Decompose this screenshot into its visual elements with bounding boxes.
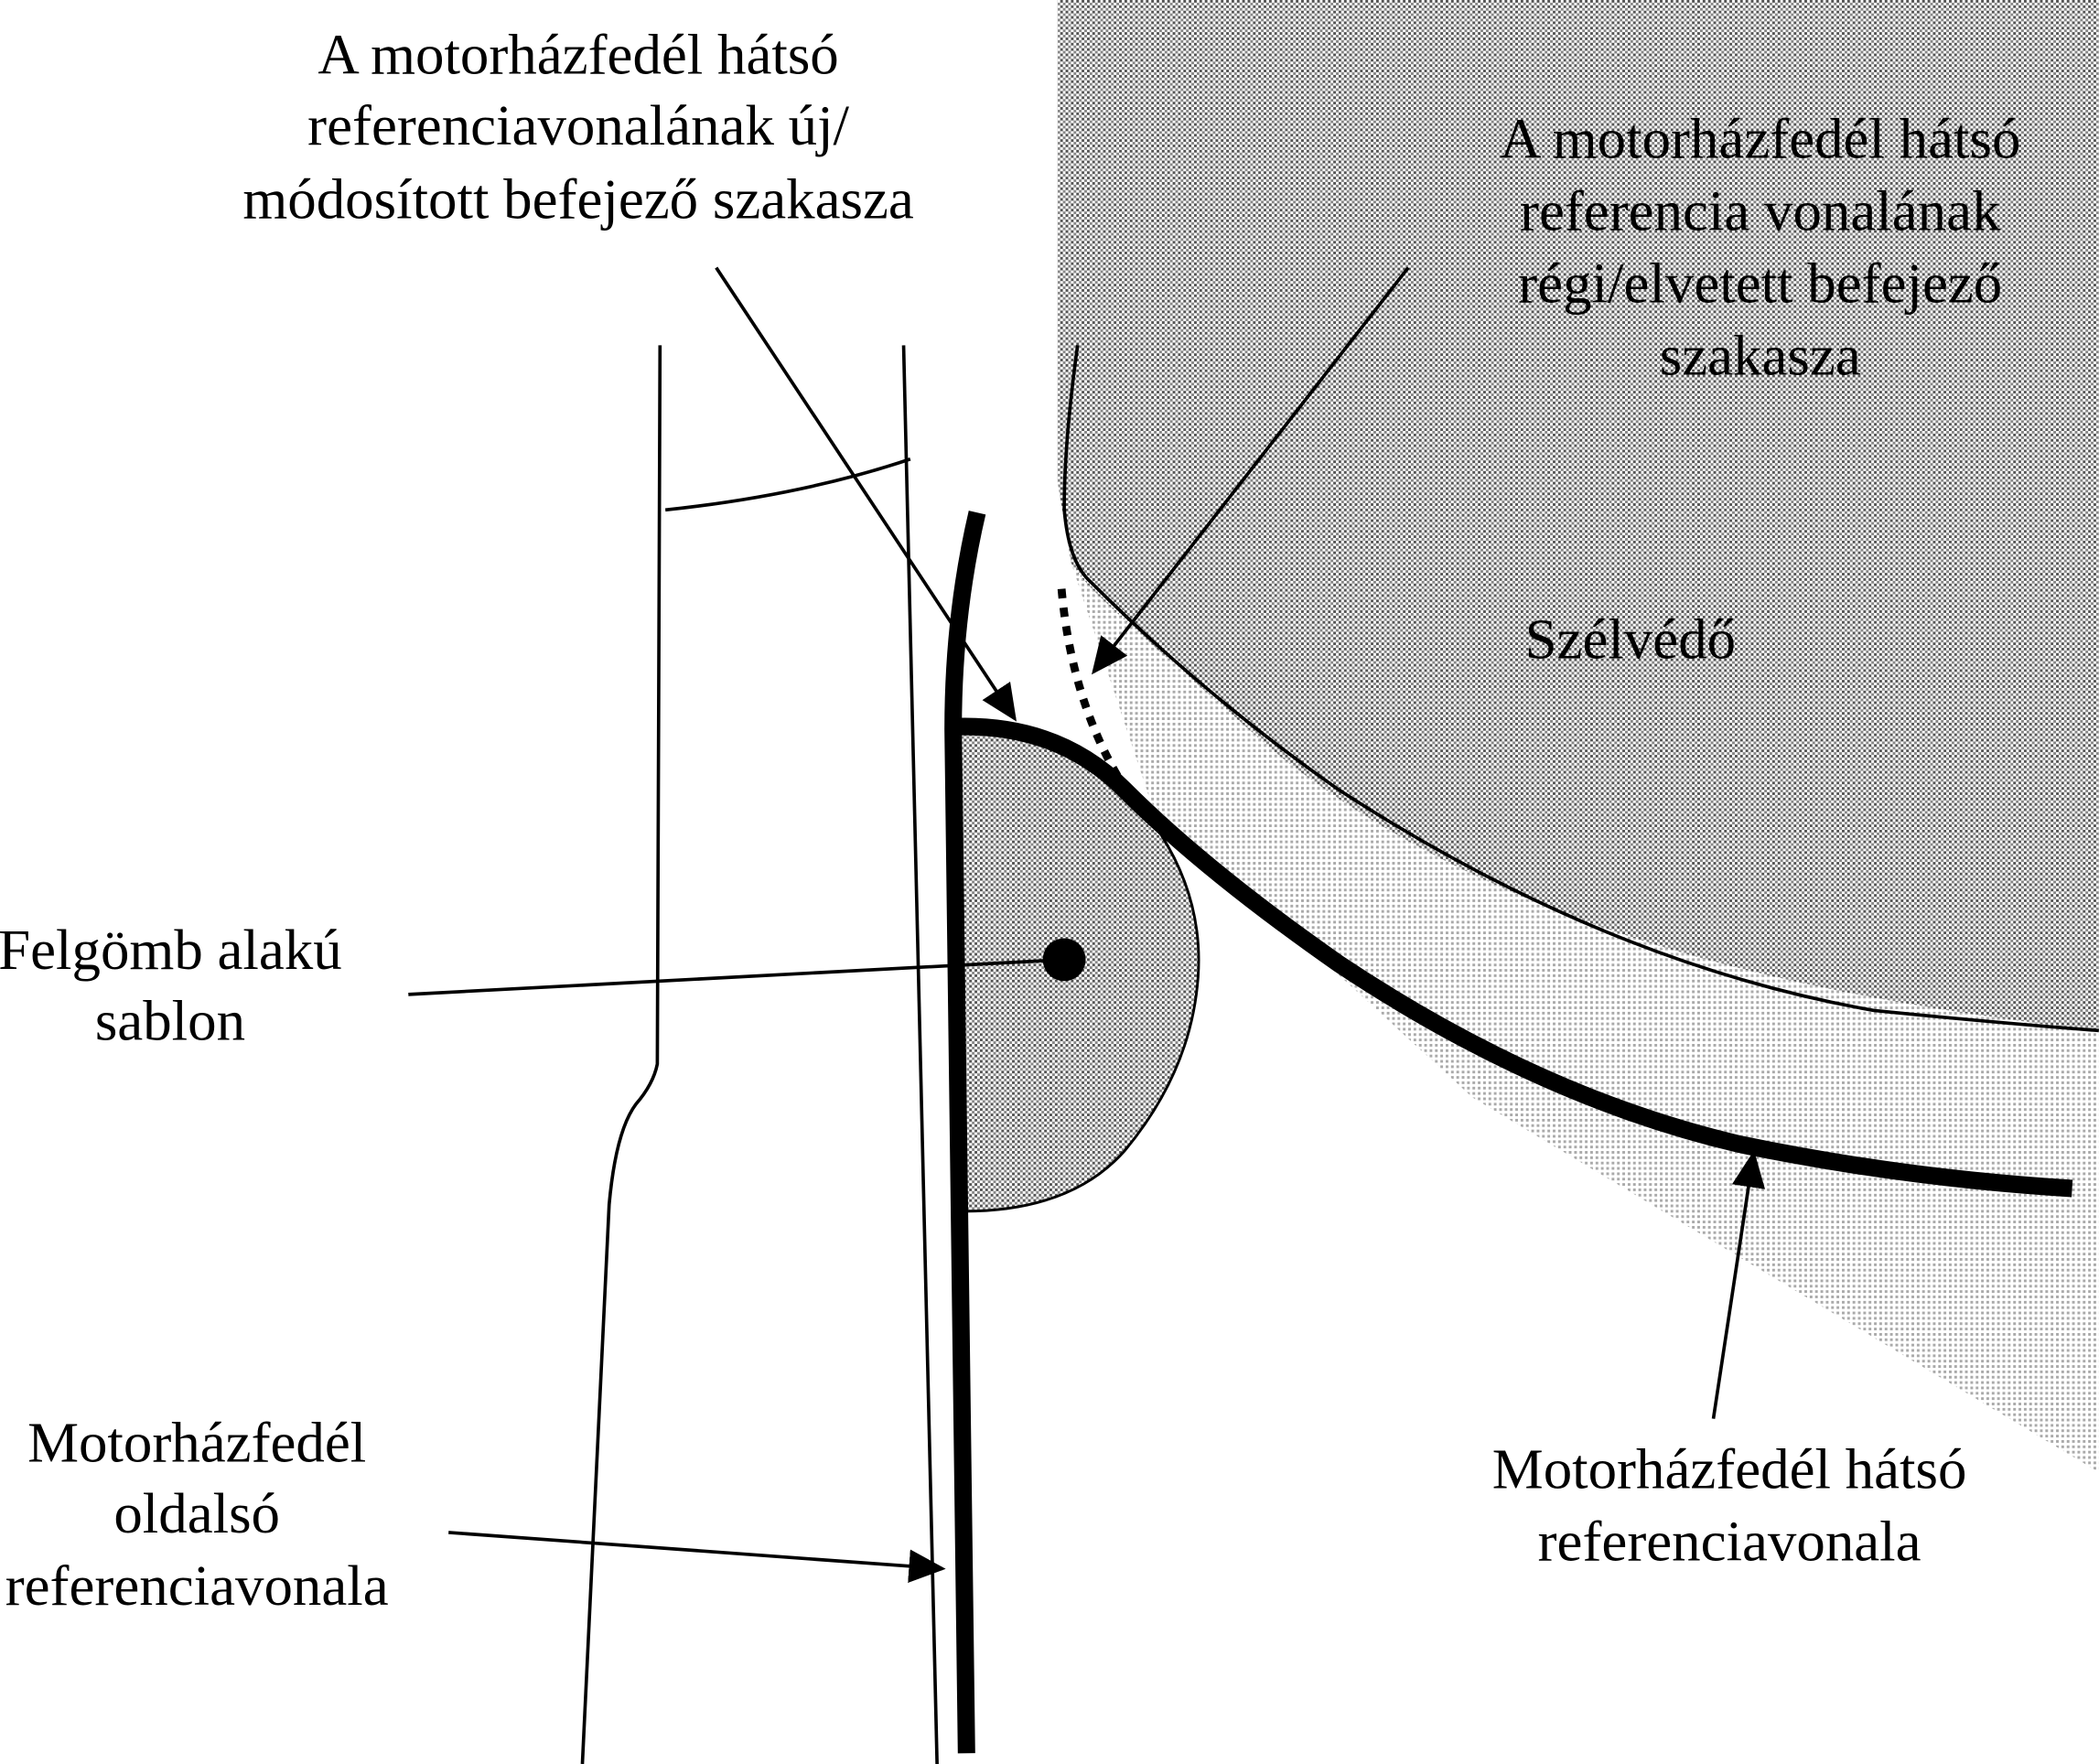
rear-reference-line (953, 717, 2073, 1198)
label-line: A motorházfedél hátsó (1500, 107, 2020, 171)
label-line: referenciavonala (1538, 1510, 1921, 1574)
label-line: sablon (95, 989, 245, 1053)
body-outline-left (580, 345, 662, 1764)
label-line: módosított befejező szakasza (242, 167, 914, 231)
label-hemisphere-template: Felgömb alakú sablon (0, 918, 342, 1053)
leader-old-end-section (1092, 266, 1410, 675)
label-new-end-section: A motorházfedél hátsó referenciavonalána… (242, 22, 914, 231)
label-side-reference-line: Motorházfedél oldalsó referenciavonala (5, 1410, 389, 1618)
label-line: régi/elvetett befejező (1518, 252, 2002, 316)
old-end-section-dotted (1057, 588, 1122, 779)
label-line: Motorházfedél hátsó (1492, 1437, 1967, 1501)
leader-hemisphere-template (408, 958, 1065, 996)
label-line: oldalsó (113, 1481, 280, 1545)
label-line: referencia vonalának (1520, 179, 2001, 243)
label-line: Motorházfedél (27, 1410, 366, 1474)
label-line: A motorházfedél hátsó (318, 22, 838, 86)
label-line: szakasza (1660, 324, 1861, 388)
label-line: referenciavonala (5, 1554, 389, 1618)
label-old-end-section: A motorházfedél hátsó referencia vonalán… (1500, 107, 2020, 388)
label-line: Felgömb alakú (0, 918, 342, 982)
label-rear-reference-line: Motorházfedél hátsó referenciavonala (1492, 1437, 1967, 1574)
body-outline-right (901, 345, 939, 1764)
side-reference-line (944, 511, 986, 1754)
label-windshield: Szélvédő (1525, 608, 1737, 672)
leader-new-end-section (715, 266, 1017, 722)
windshield-edge-line (1062, 345, 2099, 1033)
body-cross-curve (664, 457, 911, 512)
leader-side-reference-line (448, 1531, 946, 1583)
label-line: referenciavonalának új/ (307, 93, 849, 157)
leader-rear-reference-line (1711, 1150, 1766, 1419)
